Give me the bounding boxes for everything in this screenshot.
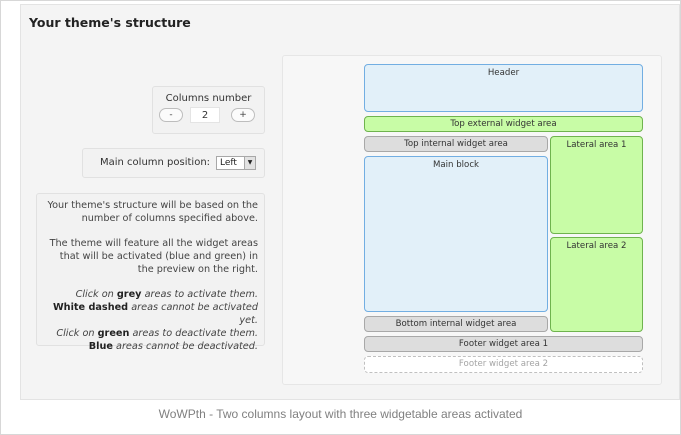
- columns-number-control: Columns number - 2 +: [152, 86, 265, 134]
- main-block-area[interactable]: Main block: [364, 156, 548, 312]
- main-column-position-control: Main column position: Left ▼: [82, 148, 265, 178]
- help-line: Blue areas cannot be deactivated.: [88, 341, 258, 352]
- top-external-widget-area[interactable]: Top external widget area: [364, 116, 643, 132]
- panel-title: Your theme's structure: [29, 15, 191, 30]
- help-line: Click on grey areas to activate them.: [75, 289, 258, 300]
- lateral-area-1[interactable]: Lateral area 1: [550, 136, 643, 234]
- footer-widget-area-1[interactable]: Footer widget area 1: [364, 336, 643, 352]
- decrease-columns-button[interactable]: -: [159, 108, 183, 122]
- info-paragraph: The theme will feature all the widget ar…: [49, 238, 258, 275]
- main-column-position-value: Left: [220, 158, 237, 168]
- info-help-text: Click on grey areas to activate them. Wh…: [43, 288, 258, 353]
- top-internal-widget-area[interactable]: Top internal widget area: [364, 136, 548, 152]
- main-column-position-select[interactable]: Left ▼: [216, 156, 256, 170]
- figure-caption: WoWPth - Two columns layout with three w…: [158, 407, 523, 421]
- footer-widget-area-2: Footer widget area 2: [364, 356, 643, 373]
- chevron-down-icon: ▼: [244, 157, 255, 169]
- info-paragraph: Your theme's structure will be based on …: [47, 200, 258, 224]
- increase-columns-button[interactable]: +: [231, 108, 255, 122]
- columns-number-input[interactable]: 2: [190, 107, 220, 123]
- header-area[interactable]: Header: [364, 64, 643, 112]
- main-column-position-label: Main column position:: [100, 157, 211, 168]
- lateral-area-2[interactable]: Lateral area 2: [550, 237, 643, 332]
- structure-info-box: Your theme's structure will be based on …: [36, 193, 265, 352]
- layout-preview: Header Top external widget area Top inte…: [282, 55, 662, 385]
- help-line: White dashed areas cannot be activated y…: [52, 302, 258, 326]
- columns-number-label: Columns number: [165, 93, 252, 104]
- bottom-internal-widget-area[interactable]: Bottom internal widget area: [364, 316, 548, 332]
- help-line: Click on green areas to deactivate them.: [56, 328, 258, 339]
